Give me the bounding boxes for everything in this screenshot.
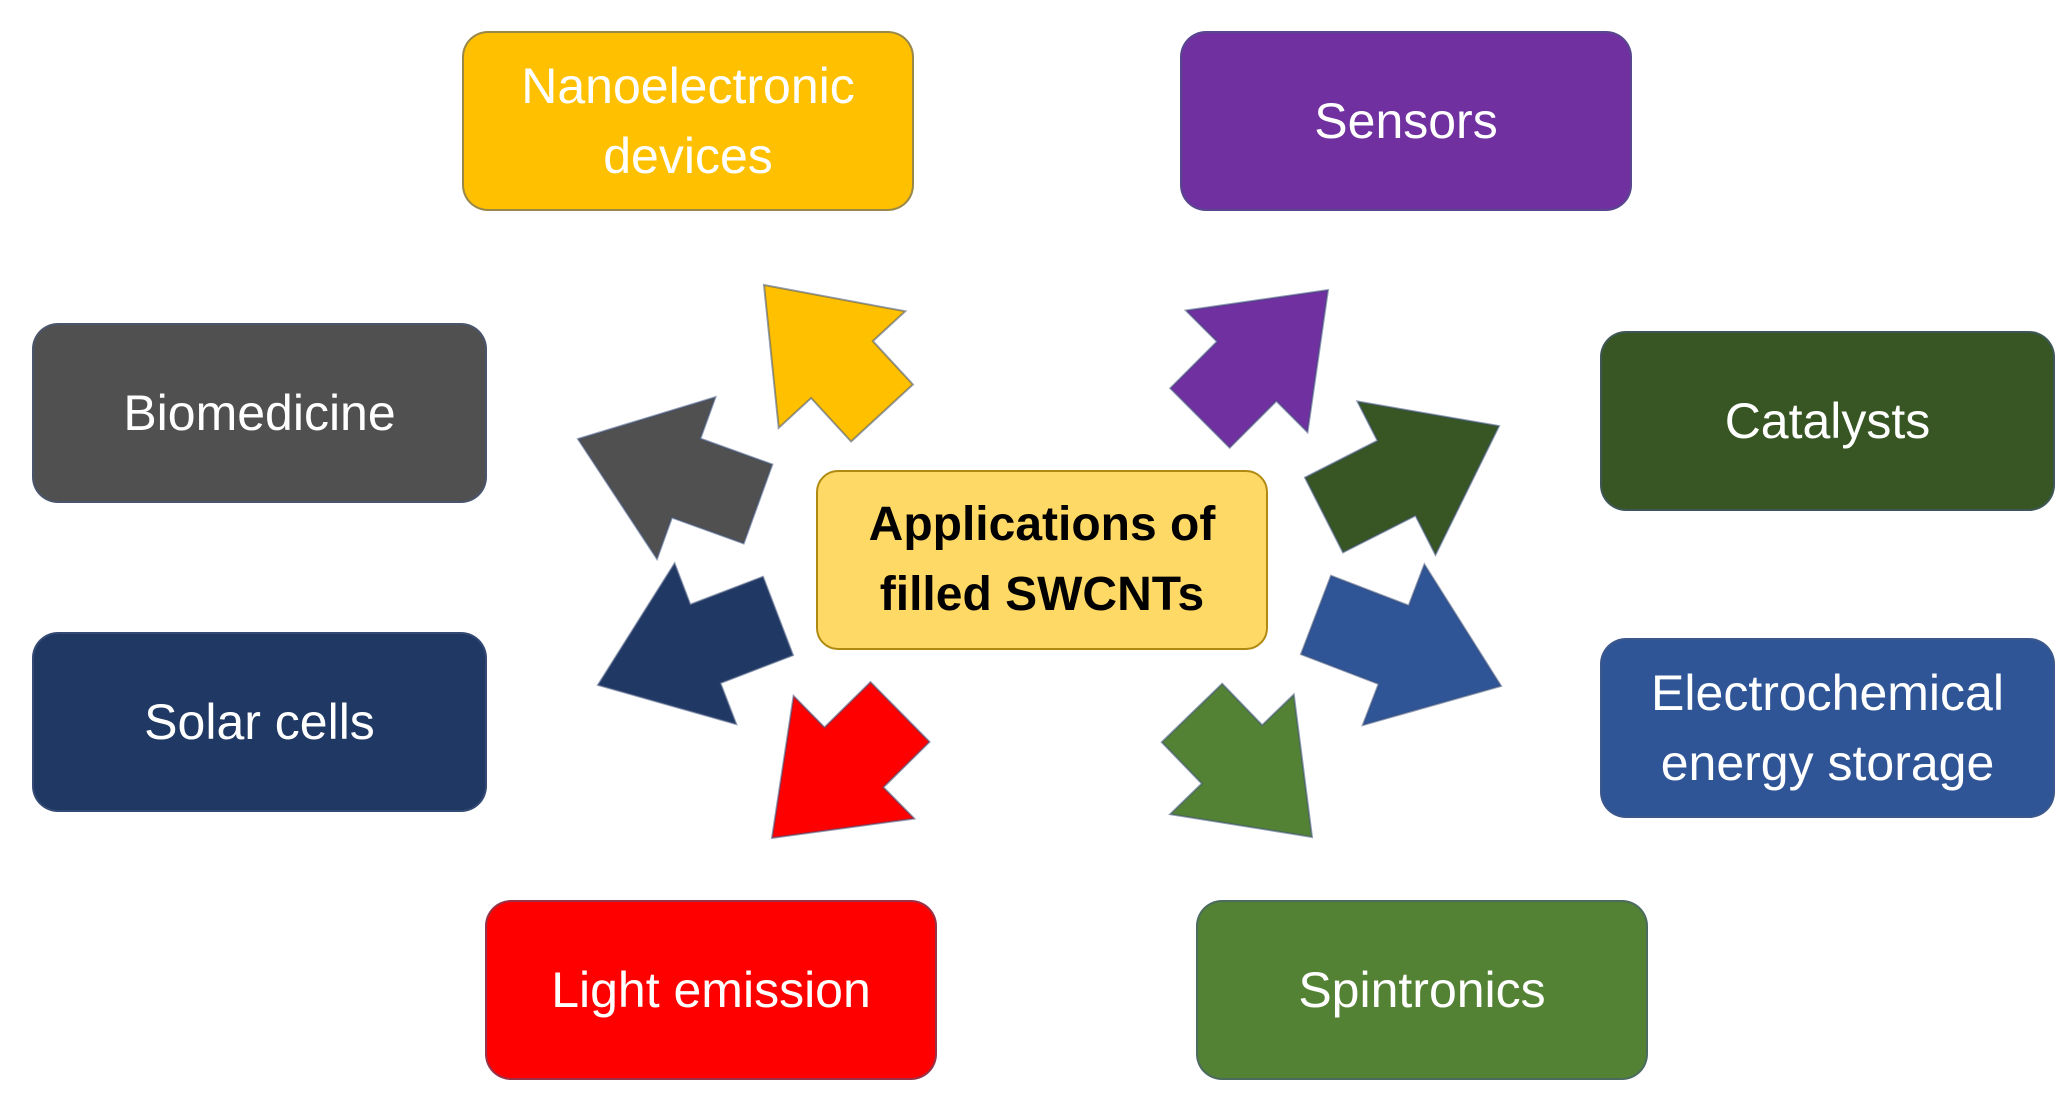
node-light-emission: Light emission xyxy=(485,900,937,1080)
node-label: Nanoelectronic devices xyxy=(521,58,855,184)
arrow-light-emission xyxy=(770,680,931,840)
node-electrochemical-energy-storage: Electrochemical energy storage xyxy=(1600,638,2055,818)
node-label: Solar cells xyxy=(144,694,375,750)
arrow-electrochemical-energy-storage xyxy=(1299,562,1503,727)
arrow-catalysts xyxy=(1303,400,1501,558)
node-label: Light emission xyxy=(551,962,871,1018)
node-catalysts: Catalysts xyxy=(1600,331,2055,511)
node-solar-cells: Solar cells xyxy=(32,632,487,812)
center-label: Applications of filled SWCNTs xyxy=(868,498,1216,621)
node-label: Spintronics xyxy=(1298,962,1546,1018)
node-label: Biomedicine xyxy=(123,385,396,441)
arrow-solar-cells xyxy=(596,561,795,726)
node-spintronics: Spintronics xyxy=(1196,900,1648,1080)
arrow-spintronics xyxy=(1160,682,1314,839)
node-label: Electrochemical energy storage xyxy=(1651,665,2004,791)
arrow-sensors xyxy=(1168,288,1330,450)
node-label: Sensors xyxy=(1314,93,1498,149)
arrow-nanoelectronic-devices xyxy=(762,283,915,443)
node-biomedicine: Biomedicine xyxy=(32,323,487,503)
center-node: Applications of filled SWCNTs xyxy=(816,470,1268,650)
node-nanoelectronic-devices: Nanoelectronic devices xyxy=(462,31,914,211)
arrow-biomedicine xyxy=(576,395,774,562)
node-sensors: Sensors xyxy=(1180,31,1632,211)
node-label: Catalysts xyxy=(1724,393,1931,449)
